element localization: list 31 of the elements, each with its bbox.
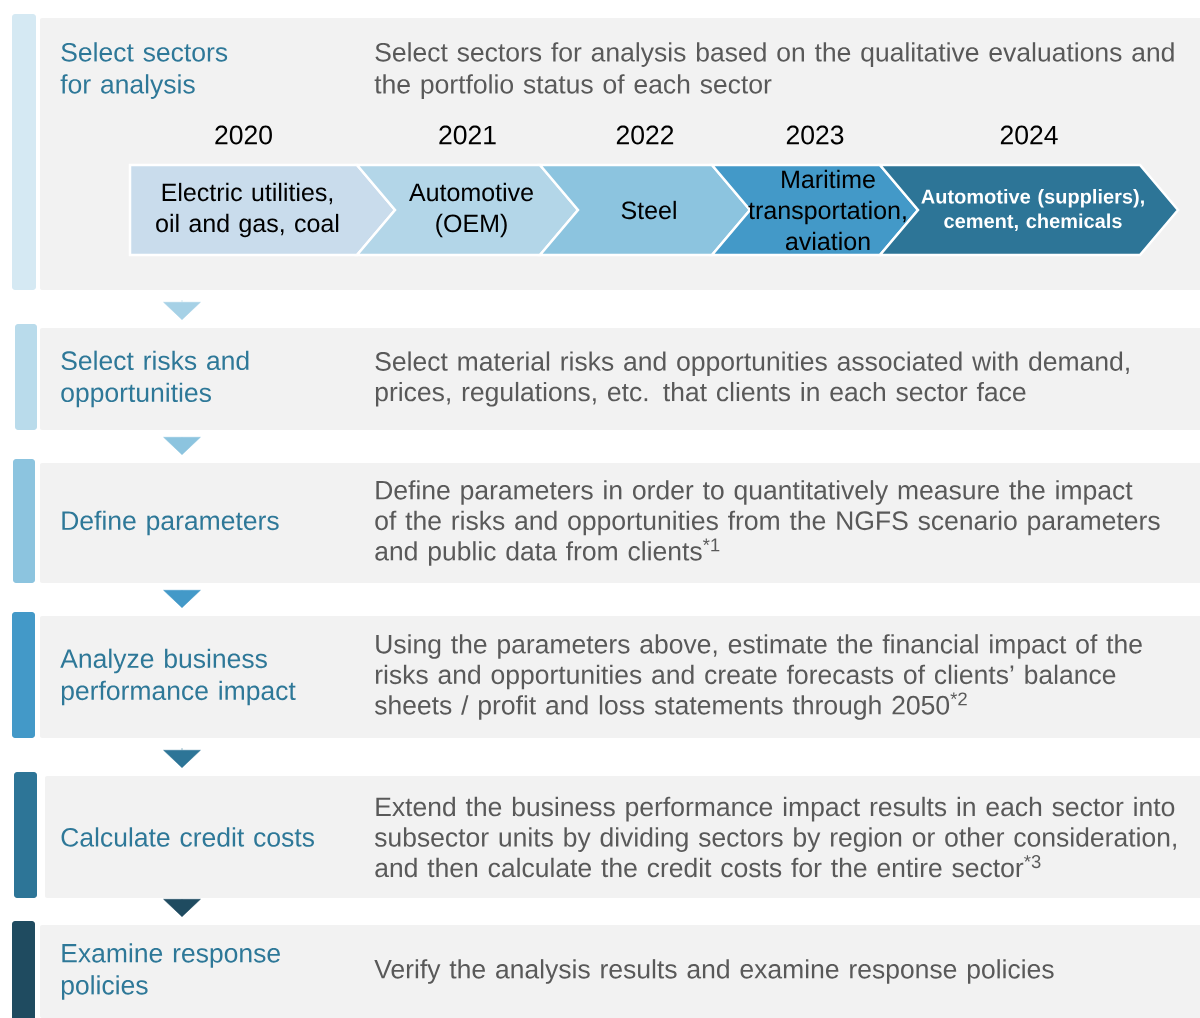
step-description: Extend the business performance impact results in each sector into subsector units by dividing sectors by region or other consideration, and then calculate the credit costs for the entire sector$^{*3}$ xyxy=(374,796,1176,878)
step-description: Select material risks and opportunities associated with demand, prices, regulations, etc. that clients in each sector face xyxy=(375,351,1129,407)
step-title: Select risks and opportunities xyxy=(61,350,249,408)
arrow xyxy=(163,589,201,608)
arrow xyxy=(163,898,201,917)
step-title: Examine response policies xyxy=(61,943,280,1000)
chevron-step: Electric utilities, oil and gas, coal xyxy=(128,163,397,257)
step-description: Using the parameters above, estimate the financial impact of the risks and opportunities and create forecasts of clients’ balance sheets / profit and loss statements through 2050$^{*2}$ xyxy=(374,634,1142,720)
step-description: Verify the analysis results and examine response policies xyxy=(374,959,1054,984)
step-description: Define parameters in order to quantitatively measure the impact of the risks and opportunities from the NGFS scenario parameters and public data from clients$^{*1}$ xyxy=(375,480,1160,566)
arrow xyxy=(163,436,201,455)
side-bar xyxy=(13,459,35,583)
arrow xyxy=(163,747,201,768)
side-bar xyxy=(15,324,37,430)
step-title: Select sectors for analysis xyxy=(60,42,228,99)
chevron-step: Automotive (OEM) xyxy=(354,163,580,257)
side-bar xyxy=(14,772,37,898)
year-label: 2022 xyxy=(616,125,674,145)
side-bar xyxy=(12,612,35,738)
year-label: 2020 xyxy=(215,125,272,145)
year-label: 2023 xyxy=(786,125,844,145)
arrow xyxy=(163,299,201,320)
year-label: 2021 xyxy=(439,125,496,145)
side-bar xyxy=(12,921,35,1018)
step-title: Define parameters xyxy=(62,510,279,536)
year-label: 2024 xyxy=(1000,125,1058,145)
step-title: Calculate credit costs xyxy=(61,827,314,847)
step-description: Select sectors for analysis based on the qualitative evaluations and the portfolio status of each sector xyxy=(374,42,1174,99)
step-title: Analyze business performance impact xyxy=(60,648,296,706)
side-bar xyxy=(12,14,36,290)
step-panel xyxy=(45,776,1200,898)
